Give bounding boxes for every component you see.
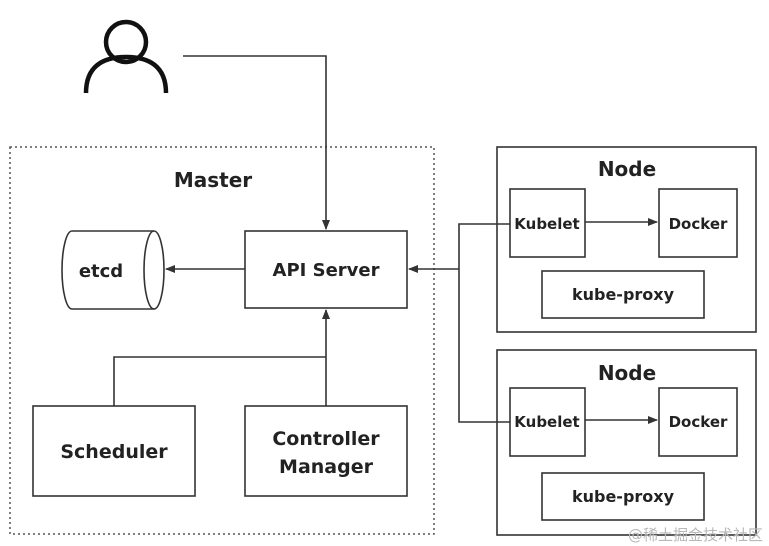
scheduler-to-api-arrow [113, 356, 326, 406]
node-2-kubelet-box [509, 387, 586, 457]
node-2-kubelet-link [458, 269, 510, 423]
node-2-kubelet-label: Kubelet [514, 413, 579, 431]
node-1-kube-proxy-label: kube-proxy [572, 285, 675, 304]
node-2-kube-proxy-box [541, 472, 705, 521]
node-1-kubelet-link [458, 223, 510, 269]
node-1-kubelet-label: Kubelet [514, 215, 579, 233]
node-1-title: Node [598, 157, 656, 181]
node-1-docker-box [658, 188, 738, 258]
user-icon [83, 19, 169, 94]
api-server-box: API Server [244, 230, 408, 309]
etcd-database: etcd [61, 230, 165, 310]
master-title: Master [174, 168, 252, 192]
controller-manager-label-line2: Manager [279, 456, 374, 478]
master-frame [9, 146, 435, 535]
controller-manager-label-line1: Controller [272, 428, 380, 450]
node-1: Node Kubelet Docker kube-proxy [496, 146, 757, 333]
node-1-kube-proxy-box [541, 270, 705, 319]
node-2-docker-box [658, 387, 738, 457]
api-server-label: API Server [273, 260, 380, 281]
watermark-text: @稀土掘金技术社区 [628, 526, 763, 544]
node-1-kubelet-box [509, 188, 586, 258]
etcd-label: etcd [79, 261, 123, 282]
controller-manager-box: Controller Manager [244, 405, 408, 497]
node-2-title: Node [598, 361, 656, 385]
user-to-api-arrow [183, 55, 330, 230]
scheduler-label: Scheduler [60, 441, 168, 463]
node-2-kube-proxy-label: kube-proxy [572, 487, 675, 506]
node-2-docker-label: Docker [669, 413, 728, 431]
node-1-docker-label: Docker [669, 215, 728, 233]
node-2: Node Kubelet Docker kube-proxy [496, 349, 757, 536]
scheduler-box: Scheduler [32, 405, 196, 497]
